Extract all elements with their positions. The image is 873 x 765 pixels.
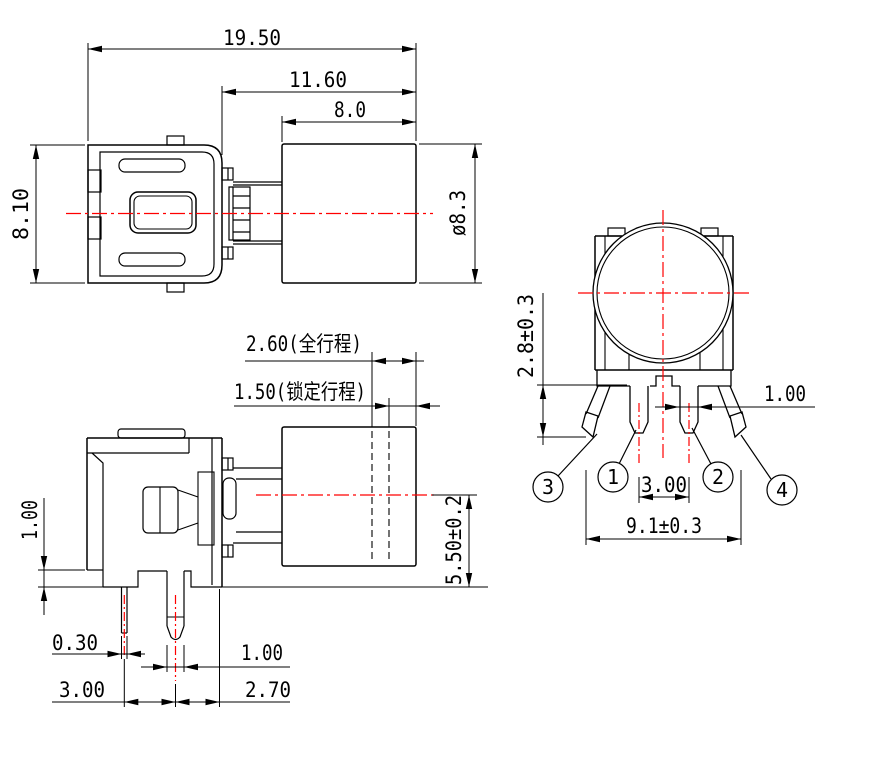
side-view: 19.50 11.60 8.0 8.10 ø8.3	[9, 26, 482, 293]
pin-3-balloon	[532, 471, 564, 503]
pin-2-balloon	[702, 461, 734, 493]
dim-center-height: 5.50±0.2	[442, 495, 466, 585]
plunger-shaft-2	[221, 457, 282, 558]
arrowheads	[32, 45, 479, 283]
dim-pin-span: 9.1±0.3	[626, 514, 702, 538]
pin-3	[581, 385, 611, 439]
side-view-dimensions: 19.50 11.60 8.0 8.10 ø8.3	[9, 26, 482, 284]
pin-4-label: 4	[776, 478, 788, 502]
switch-body-outline	[87, 135, 223, 293]
pin-4-balloon	[766, 474, 798, 506]
dim-pin-length: 2.8±0.3	[514, 294, 538, 378]
dim-standoff: 1.00	[18, 500, 42, 540]
pin-1-label: 1	[607, 465, 619, 489]
dim-shaft-cap-length: 11.60	[289, 68, 347, 92]
dim-pin-wide-width: 1.00	[241, 641, 283, 665]
solder-pins-front	[581, 385, 747, 466]
pin-3-label: 3	[542, 475, 554, 499]
travel-view-dimensions: 2.60(全行程) 1.50(锁定行程) 1.00 5.50±0.2 0.30 …	[18, 332, 488, 707]
switch-body-outline-2	[86, 428, 223, 588]
dim-body-height: 8.10	[9, 188, 33, 240]
dim-pin-width-front: 1.00	[764, 382, 806, 406]
dim-cap-diameter: ø8.3	[446, 190, 470, 236]
dim-pin-pitch-side: 3.00	[59, 678, 105, 702]
pin-2-label: 2	[712, 465, 724, 489]
dim-lock-travel: 1.50(锁定行程)	[234, 380, 366, 404]
arrowheads-2	[40, 357, 473, 706]
dim-full-travel: 2.60(全行程)	[246, 332, 362, 356]
dim-pin-pitch-front: 3.00	[641, 473, 687, 497]
dim-overall-length: 19.50	[223, 26, 281, 50]
front-body-lower	[596, 370, 732, 387]
travel-view: 2.60(全行程) 1.50(锁定行程) 1.00 5.50±0.2 0.30 …	[18, 332, 488, 707]
front-view-dimensions: 3 1 2 4 2.8±0.3 1.00 3.00 9.1±0.3	[514, 293, 815, 545]
pin-1-balloon	[597, 461, 629, 493]
pin-4	[717, 385, 747, 439]
arrowheads-3	[539, 385, 741, 543]
front-view: 3 1 2 4 2.8±0.3 1.00 3.00 9.1±0.3	[514, 210, 815, 545]
dim-edge-distance: 2.70	[245, 678, 291, 702]
dim-pin-thin-width: 0.30	[52, 631, 98, 655]
pin-balloons: 3 1 2 4	[532, 427, 798, 506]
dim-cap-length: 8.0	[334, 98, 366, 122]
button-cap-2	[281, 426, 417, 567]
